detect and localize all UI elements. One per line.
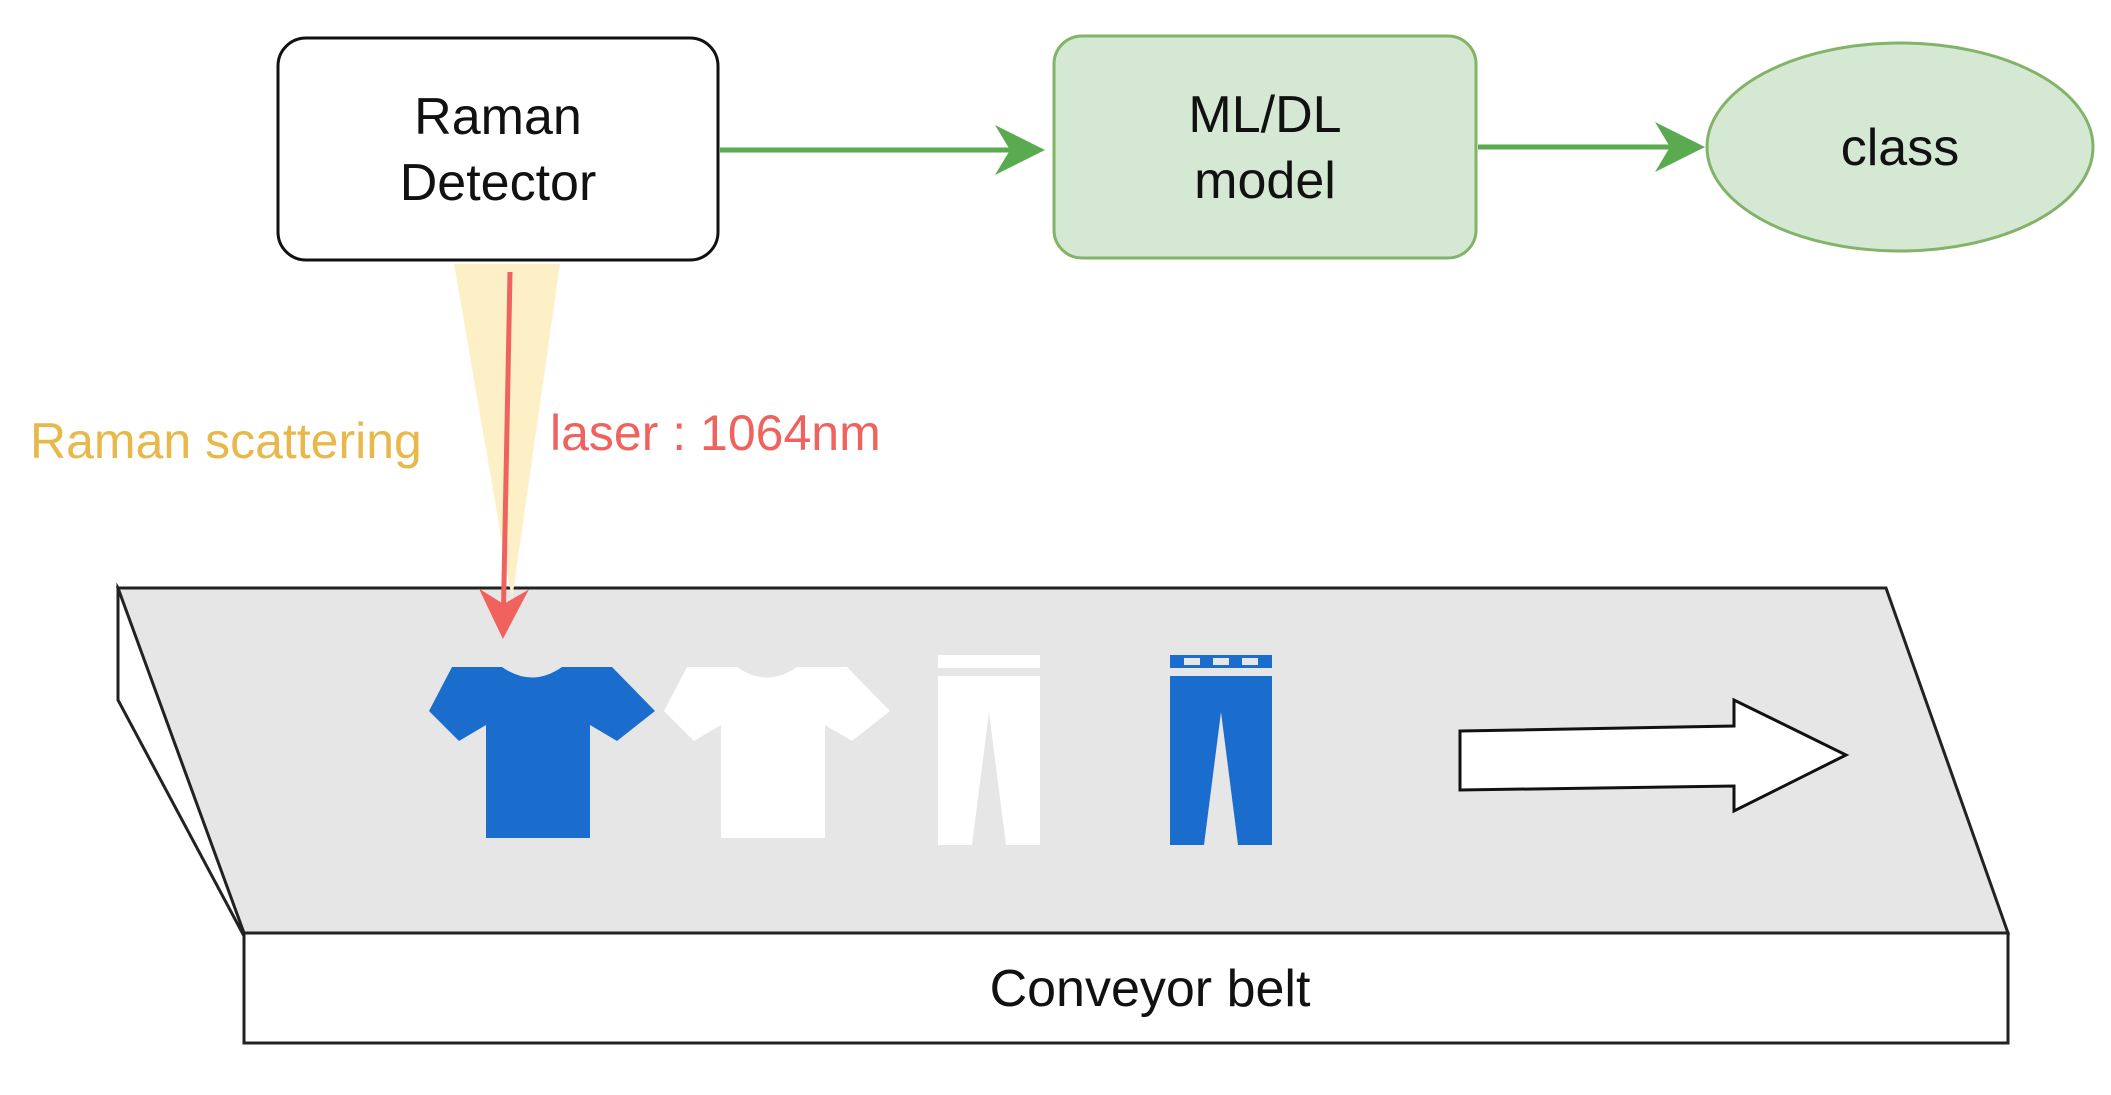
class-label: class [1841,119,1959,177]
conveyor-front-face [242,931,2010,1045]
raman-detector-label-line2: Detector [400,154,597,212]
blue-tshirt-icon [429,667,655,838]
white-pants-icon [938,655,1040,845]
ml-model-box [1052,34,1478,260]
conveyor-label: Conveyor belt [990,960,1311,1018]
raman-detector-label-line1: Raman [414,88,582,146]
blue-pants-icon [1170,655,1272,845]
raman-detector-box [276,36,720,262]
laser-beam-arrow [478,271,529,639]
laser-label: laser : 1064nm [550,405,881,461]
class-node [1705,41,2095,253]
white-tshirt-icon [664,667,890,838]
ml-model-label-line2: model [1194,152,1336,210]
raman-scattering-label: Raman scattering [30,413,422,469]
belt-direction-arrow-icon [1458,697,1850,814]
ml-model-label-line1: ML/DL [1188,86,1341,144]
